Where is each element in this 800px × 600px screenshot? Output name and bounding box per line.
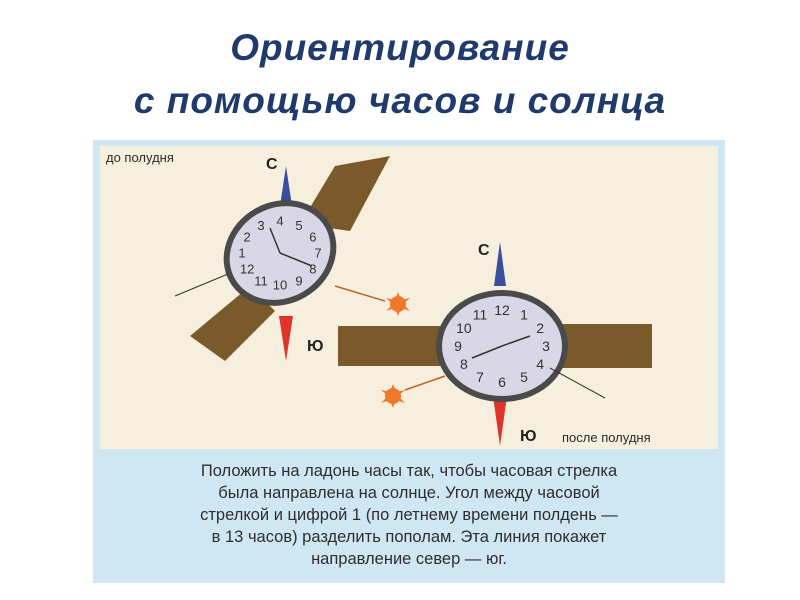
slide-title-line1: Ориентирование: [230, 27, 570, 68]
clock-number: 12: [240, 262, 254, 277]
clock-number: 4: [276, 214, 283, 229]
watch2-strap-right: [560, 324, 652, 368]
clock-number: 2: [243, 230, 250, 245]
north-label-2: С: [478, 242, 490, 259]
clock-number: 5: [520, 369, 528, 385]
watch1-hand: [279, 252, 313, 267]
clock-number: 3: [257, 218, 264, 233]
label-after-noon: после полудня: [562, 430, 651, 445]
south-arrow-2: [493, 396, 507, 446]
north-arrow-2: [494, 242, 506, 286]
instruction-line: направление север — юг.: [311, 550, 507, 568]
clock-number: 7: [476, 369, 484, 385]
instruction-text: Положить на ладонь часы так, чтобы часов…: [100, 460, 718, 570]
south-label-2: Ю: [520, 428, 537, 445]
sun-ray-1: [334, 285, 386, 302]
clock-number: 6: [309, 230, 316, 245]
watch2-hand: [471, 345, 503, 359]
watch1-pointer: [174, 273, 229, 297]
north-label-1: С: [266, 156, 278, 173]
clock-number: 10: [456, 320, 472, 336]
south-arrow-1: [279, 316, 293, 361]
watch2-pointer: [549, 367, 606, 399]
instruction-line: Положить на ладонь часы так, чтобы часов…: [200, 462, 618, 480]
clock-number: 5: [295, 218, 302, 233]
sun-ray-2: [404, 375, 446, 391]
watch1-strap-bottom: [190, 286, 275, 361]
clock-number: 1: [238, 246, 245, 261]
clock-number: 10: [273, 278, 287, 293]
clock-number: 3: [542, 338, 550, 354]
clock-number: 8: [309, 262, 316, 277]
slide-title-line2: с помощью часов и солнца: [133, 80, 667, 121]
watch2-hand2: [501, 335, 531, 347]
clock-number: 1: [520, 307, 528, 323]
south-label-1: Ю: [307, 338, 324, 355]
clock-number: 9: [295, 273, 302, 288]
clock-number: 2: [536, 320, 544, 336]
clock-number: 8: [460, 356, 468, 372]
instruction-line: в 13 часов) разделить пополам. Эта линия…: [211, 528, 607, 546]
clock-number: 11: [473, 307, 488, 323]
label-before-noon: до полудня: [106, 150, 174, 165]
watch1-hand2: [269, 227, 281, 254]
watch1-strap-top: [300, 156, 390, 231]
clock-number: 4: [536, 356, 544, 372]
instruction-line: стрелкой и цифрой 1 (по летнему времени …: [200, 506, 618, 524]
clock-number: 7: [314, 246, 321, 261]
clock-number: 9: [454, 338, 462, 354]
clock-number: 12: [494, 302, 510, 318]
instruction-line: была направлена на солнце. Угол между ча…: [218, 484, 600, 502]
clock-number: 11: [254, 273, 268, 288]
clock-number: 6: [498, 374, 506, 390]
north-arrow-1: [280, 166, 292, 206]
